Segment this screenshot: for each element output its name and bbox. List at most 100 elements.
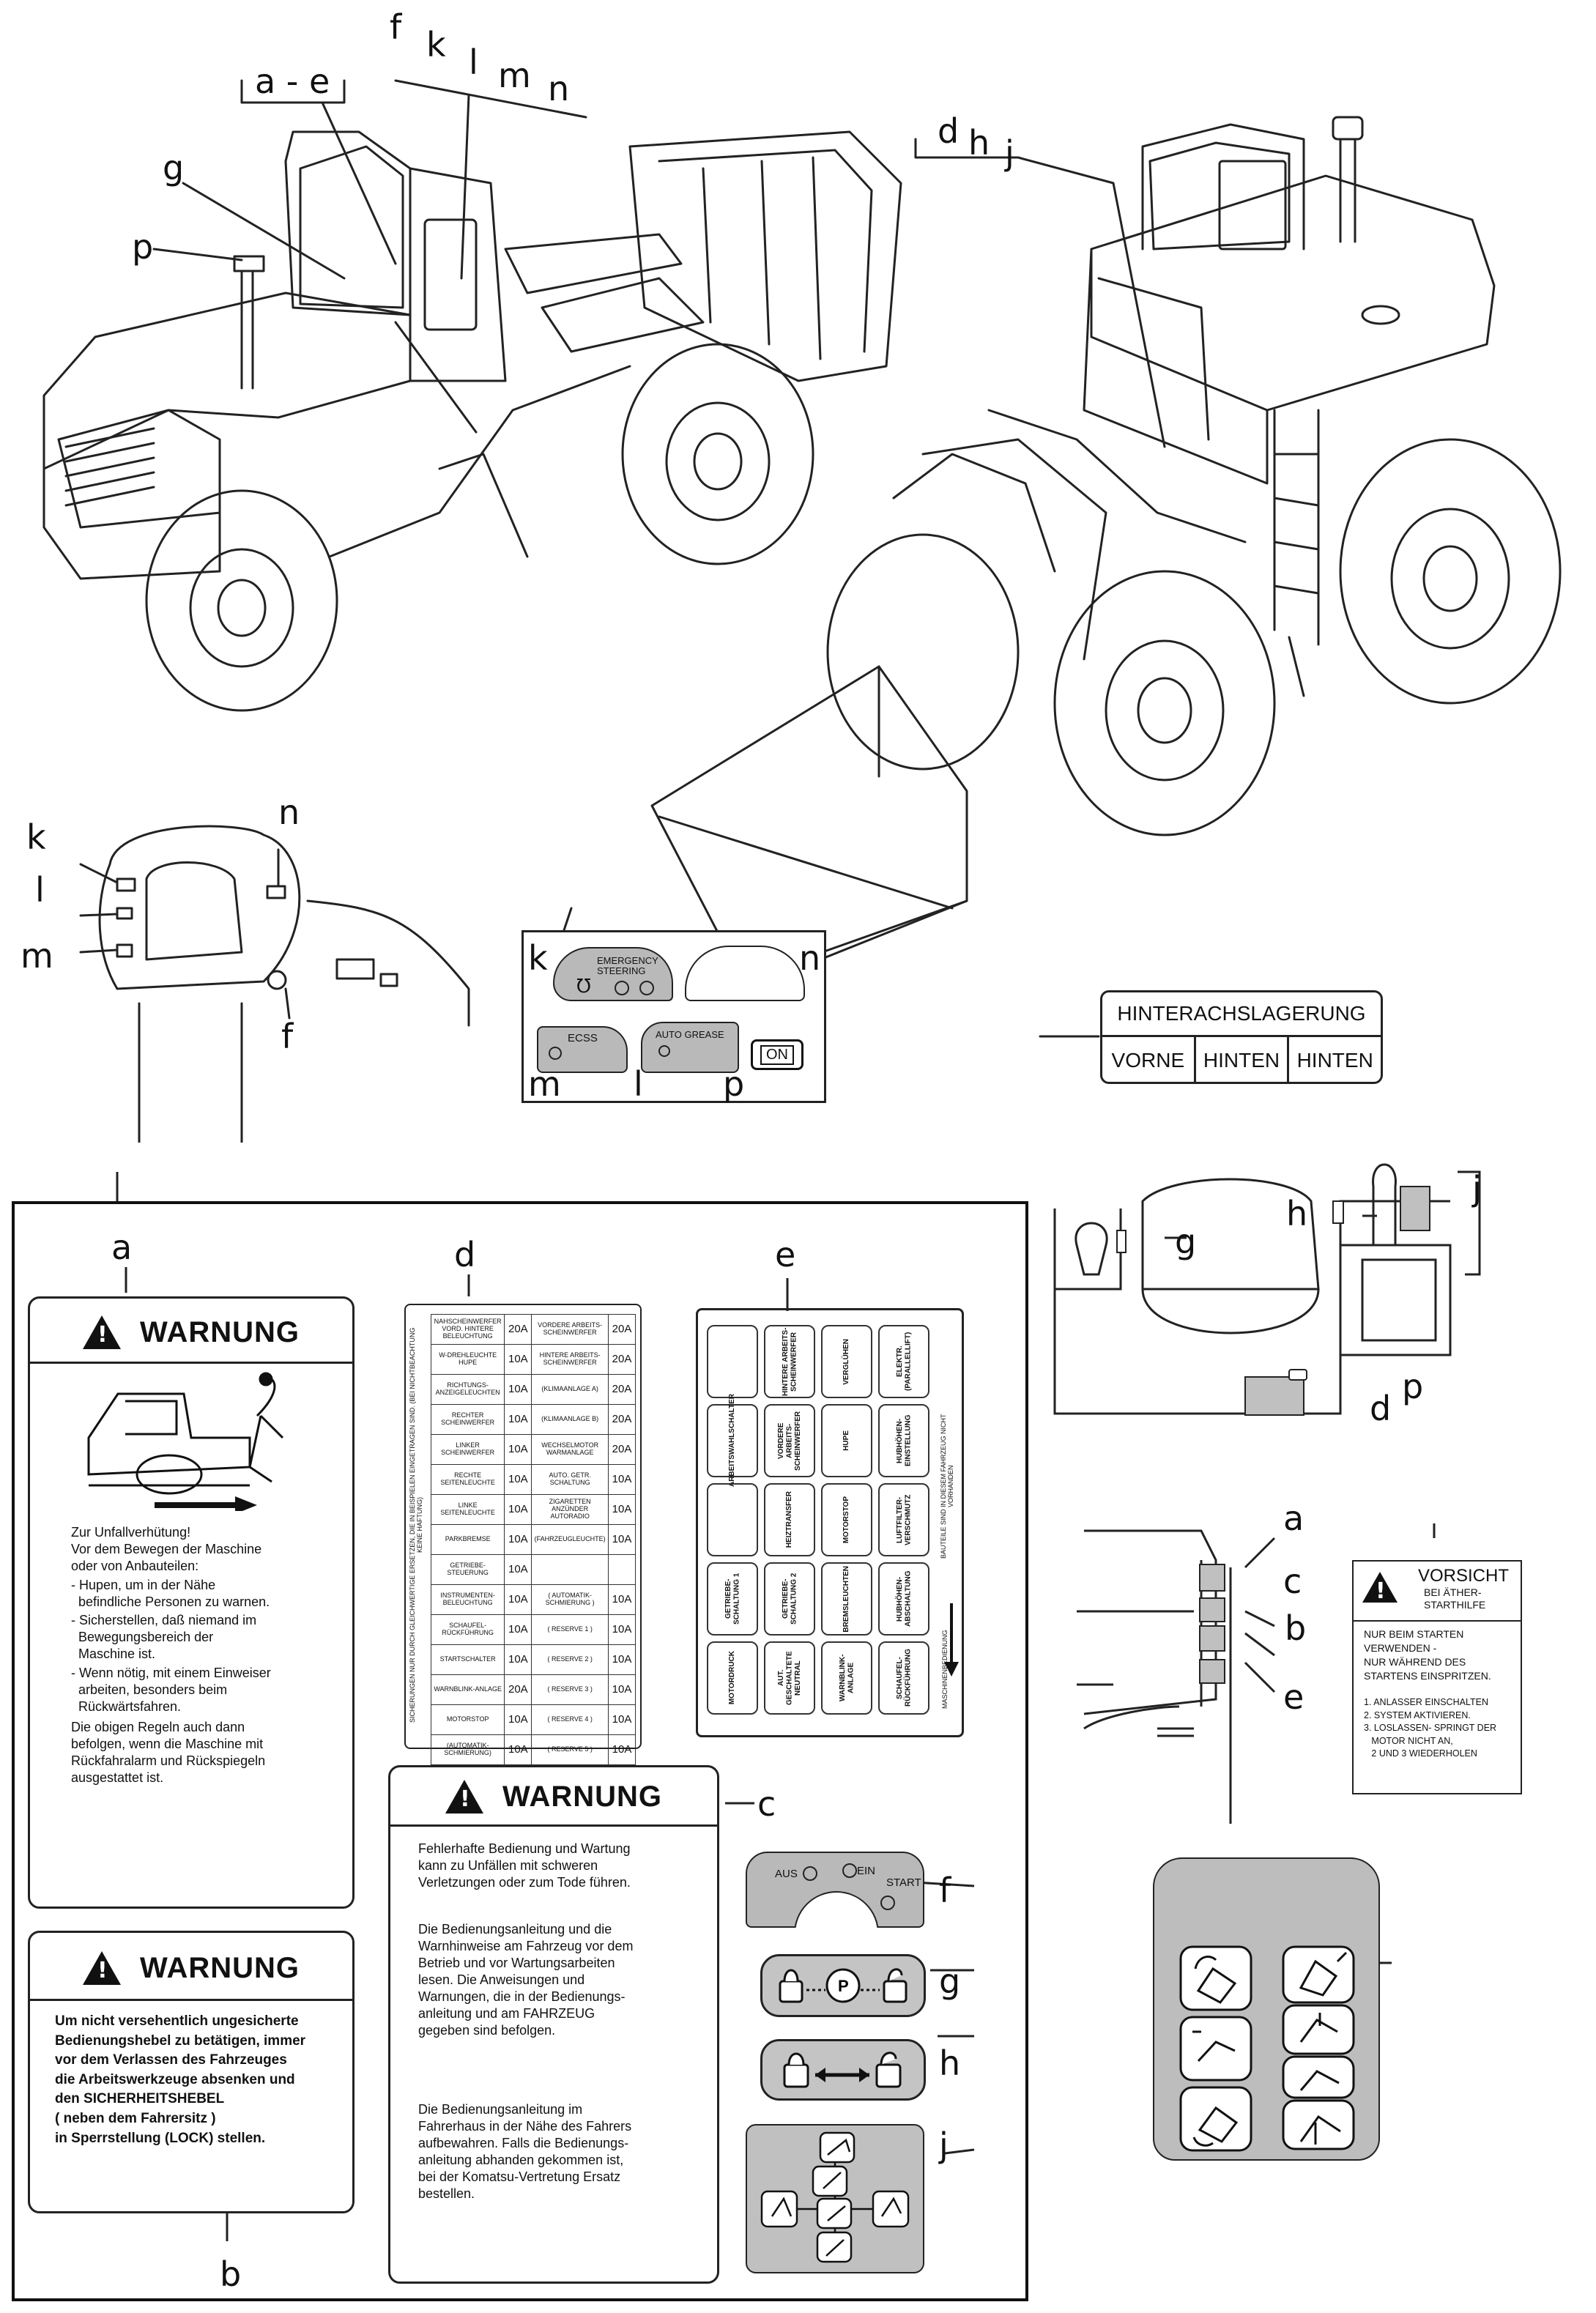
on-button[interactable]: ON — [751, 1039, 803, 1070]
callout-a-label: a — [111, 1228, 133, 1267]
auto-grease-switch: AUTO GREASE — [641, 1022, 739, 1073]
callout-k-wheel: k — [26, 817, 46, 857]
switch-cell: GETRIEBE-SCHALTUNG 2 — [764, 1562, 815, 1636]
callout-a-side: a — [1283, 1499, 1304, 1538]
fuse-rating: 10A — [608, 1584, 636, 1615]
fuse-name: INSTRUMENTEN-BELEUCHTUNG — [430, 1584, 505, 1615]
axle-label-cell: VORNE — [1102, 1037, 1196, 1082]
switch-cell: HUBHÖHEN-ABSCHALTUNG — [878, 1562, 929, 1636]
switch-cell: BREMSLEUCHTEN — [821, 1562, 872, 1636]
fuse-rating: 10A — [608, 1644, 636, 1675]
fuse-rating: 20A — [608, 1344, 636, 1375]
callout-g-top: g — [163, 148, 185, 188]
fuse-name: PARKBREMSE — [430, 1524, 505, 1555]
fuse-table: NAHSCHEINWERFER VORD. HINTERE BELEUCHTUN… — [430, 1314, 636, 1765]
fuse-name: VORDERE ARBEITS-SCHEINWERFER — [531, 1314, 609, 1345]
fuse-name: RICHTUNGS-ANZEIGELEUCHTEN — [430, 1374, 505, 1405]
fuse-rating: 10A — [608, 1614, 636, 1645]
fuse-name: HINTERE ARBEITS-SCHEINWERFER — [531, 1344, 609, 1375]
switch-cell-label: MOTORSTOP — [842, 1496, 851, 1544]
indicator-lamp — [842, 1863, 857, 1878]
down-arrow-icon — [944, 1603, 959, 1677]
ecss-label: ECSS — [568, 1032, 598, 1044]
callout-n-top: n — [548, 69, 570, 108]
switch-cell-label: HINTERE ARBEITS-SCHEINWERFER — [781, 1327, 798, 1396]
switch-cell: LUFTFILTER-VERSCHMUTZ — [878, 1483, 929, 1556]
fuse-name: ( AUTOMATIK-SCHMIERUNG ) — [531, 1584, 609, 1615]
callout-d-label: d — [454, 1235, 476, 1274]
switch-panel-p: p — [723, 1064, 745, 1104]
warning-a-outro: Die obigen Regeln auch dann befolgen, we… — [71, 1720, 266, 1786]
indicator-lamp — [549, 1047, 562, 1060]
callout-l-wheel: l — [35, 870, 45, 910]
callout-a-e: a - e — [255, 62, 330, 101]
lever-pattern-large — [1153, 1857, 1380, 2161]
switch-cell-label: HUBHÖHEN-ABSCHALTUNG — [895, 1570, 913, 1627]
callout-g-cab: g — [1175, 1222, 1197, 1261]
callout-b-side: b — [1285, 1608, 1307, 1648]
warning-a-intro: Zur Unfallverhütung! Vor dem Bewegen der… — [71, 1525, 262, 1574]
fuse-name: STARTSCHALTER — [430, 1644, 505, 1675]
fuse-rating: 10A — [504, 1584, 532, 1615]
fuse-rating: 20A — [608, 1314, 636, 1345]
svg-text:P: P — [838, 1977, 849, 1995]
fuse-rating: 10A — [608, 1464, 636, 1495]
fuse-label-d: SICHERUNGEN NUR DURCH GLEICHWERTIGE ERSE… — [404, 1304, 642, 1765]
ignition-label-f: AUS EIN START — [746, 1852, 924, 1928]
fuse-rating: 10A — [504, 1644, 532, 1675]
callout-c-label: c — [757, 1784, 776, 1824]
switch-cell: HUBHÖHEN-EINSTELLUNG — [878, 1404, 929, 1477]
callout-f-label: f — [939, 1871, 951, 1910]
fuse-name: ( RESERVE 3 ) — [531, 1674, 609, 1705]
fuse-rating: 10A — [608, 1704, 636, 1735]
fuse-name: (KLIMAANLAGE A) — [531, 1374, 609, 1405]
fuse-rating: 10A — [504, 1344, 532, 1375]
fuse-rating: 10A — [504, 1434, 532, 1465]
warning-a-item: - Wenn nötig, mit einem Einweiser arbeit… — [71, 1666, 271, 1715]
warning-c-p1: Fehlerhafte Bedienung und Wartung kann z… — [418, 1841, 631, 1890]
lever-pattern-large-icon — [1179, 1945, 1355, 2152]
callout-c-side: c — [1283, 1562, 1302, 1601]
switch-cell-label: WARNBLINK-ANLAGE — [838, 1654, 855, 1702]
callout-f-top: f — [390, 7, 402, 47]
caution-steps: 1. ANLASSER EINSCHALTEN 2. SYSTEM AKTIVI… — [1364, 1697, 1497, 1759]
switch-cell: HINTERE ARBEITS-SCHEINWERFER — [764, 1325, 815, 1398]
callout-f-wheel: f — [281, 1017, 294, 1056]
switch-cell-label: AUT. GESCHALTETE NEUTRAL — [776, 1651, 802, 1705]
warning-label-b: WARNUNG Um nicht versehentlich ungesiche… — [28, 1931, 355, 2213]
callout-j-label: j — [939, 2125, 949, 2165]
ignition-start-label: START — [886, 1876, 921, 1889]
leader-lines-bottom — [116, 1163, 1481, 2241]
switch-cell: WARNBLINK-ANLAGE — [821, 1641, 872, 1715]
warning-label-a: WARNUNG Zur Unfallverhütung! Vor dem Bew… — [28, 1296, 355, 1909]
fuse-name: NAHSCHEINWERFER VORD. HINTERE BELEUCHTUN… — [430, 1314, 505, 1345]
switch-cell-label: GETRIEBE-SCHALTUNG 1 — [724, 1573, 741, 1625]
warning-a-item: - Sicherstellen, daß niemand im Bewegung… — [71, 1613, 257, 1662]
callout-e-label: e — [775, 1235, 796, 1274]
switch-cell-label: VORDERE ARBEITS-SCHEINWERFER — [776, 1411, 802, 1471]
warning-c-p2: Die Bedienungsanleitung und die Warnhinw… — [418, 1922, 634, 2038]
callout-b-label: b — [220, 2254, 242, 2294]
fuse-rating: 20A — [504, 1674, 532, 1705]
switch-cell: MOTORSTOP — [821, 1483, 872, 1556]
warning-b-text: Um nicht versehentlich ungesicherte Bedi… — [55, 2013, 306, 2146]
fuse-rating: 10A — [608, 1674, 636, 1705]
fuse-rating: 10A — [504, 1704, 532, 1735]
emergency-steering-switch: EMERGENCY STEERING ℧ — [553, 947, 673, 1001]
switch-cell: VERGLÜHEN — [821, 1325, 872, 1398]
labels-frame — [12, 1201, 1028, 2301]
callout-k-top: k — [426, 25, 446, 64]
fuse-side-note: SICHERUNGEN NUR DURCH GLEICHWERTIGE ERSE… — [409, 1327, 423, 1723]
warning-a-item: - Hupen, um in der Nähe befindliche Pers… — [71, 1578, 270, 1610]
ignition-ein-label: EIN — [857, 1865, 876, 1877]
fuse-rating: 10A — [608, 1734, 636, 1765]
switch-cell: GETRIEBE-SCHALTUNG 1 — [707, 1562, 758, 1636]
switch-panel-m: m — [528, 1064, 561, 1104]
blank-switch-n — [685, 946, 805, 1001]
fuse-name: WECHSELMOTOR WARMANLAGE — [531, 1434, 609, 1465]
warning-triangle-icon — [82, 1315, 121, 1349]
warning-triangle-icon — [1362, 1572, 1398, 1604]
callout-j-top: j — [1005, 133, 1014, 173]
switch-cell: VORDERE ARBEITS-SCHEINWERFER — [764, 1404, 815, 1477]
fuse-name: AUTO. GETR. SCHALTUNG — [531, 1464, 609, 1495]
